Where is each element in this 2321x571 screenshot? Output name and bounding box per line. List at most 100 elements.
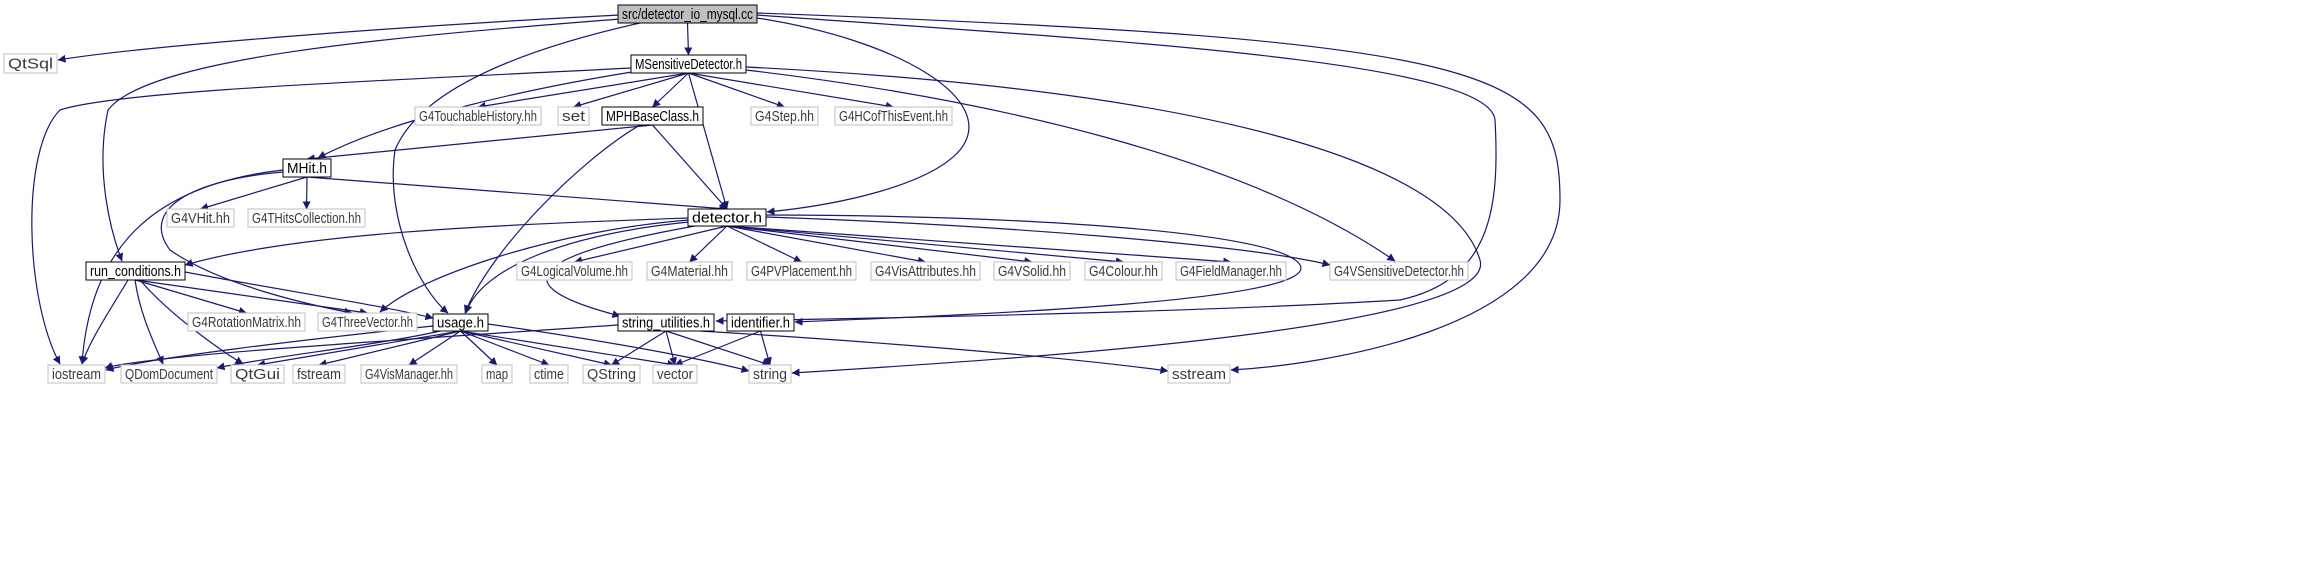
node-box bbox=[230, 364, 285, 384]
node-box bbox=[529, 364, 569, 384]
node-usage[interactable]: usage.h bbox=[432, 313, 489, 332]
node-box bbox=[726, 313, 795, 332]
edge-run_conditions-to-G4RotationMatrix bbox=[135, 279, 247, 315]
node-label: MPHBaseClass.h bbox=[606, 108, 699, 125]
edge-identifier-to-string bbox=[759, 330, 772, 366]
node-box bbox=[646, 261, 733, 281]
node-string: string bbox=[748, 364, 792, 384]
node-QtSql: QtSql bbox=[3, 53, 58, 74]
node-label: G4LogicalVolume.hh bbox=[521, 263, 628, 280]
edge-detector_io_mysql-to-QtSql bbox=[57, 14, 621, 63]
node-G4THitsCollection: G4THitsCollection.hh bbox=[247, 208, 366, 228]
edge-MSensitiveDetector-to-set bbox=[573, 72, 689, 109]
node-box bbox=[1329, 261, 1469, 281]
node-label: G4THitsCollection.hh bbox=[252, 210, 361, 227]
node-label: fstream bbox=[297, 366, 341, 383]
node-box bbox=[993, 261, 1071, 281]
edge-usage-to-fstream bbox=[318, 330, 461, 368]
node-identifier[interactable]: identifier.h bbox=[726, 313, 795, 332]
node-box bbox=[617, 313, 715, 332]
edge-MSensitiveDetector-to-detector bbox=[687, 72, 729, 210]
edge-detector_io_mysql-to-usage bbox=[392, 22, 641, 314]
node-box bbox=[432, 313, 489, 332]
node-label: G4TouchableHistory.hh bbox=[419, 108, 537, 125]
edge-MPHBaseClass-to-MHit bbox=[306, 124, 653, 163]
edge-run_conditions-to-usage bbox=[184, 271, 434, 321]
edge-detector-to-G4VSensitiveDetector bbox=[765, 216, 1331, 268]
node-box bbox=[47, 364, 106, 384]
edge-detector-to-G4VSolid bbox=[726, 225, 1033, 266]
node-label: identifier.h bbox=[731, 315, 790, 332]
node-box bbox=[617, 4, 758, 24]
node-label: QtSql bbox=[8, 56, 53, 73]
node-MHit[interactable]: MHit.h bbox=[282, 158, 332, 178]
node-string_utilities[interactable]: string_utilities.h bbox=[617, 313, 715, 332]
node-MPHBaseClass[interactable]: MPHBaseClass.h bbox=[601, 106, 704, 126]
edge-detector_io_mysql-to-sstream bbox=[756, 12, 1561, 374]
edge-usage-to-ctime bbox=[460, 330, 550, 367]
node-label: QDomDocument bbox=[125, 366, 214, 383]
edge-MHit-to-iostream bbox=[78, 169, 284, 365]
node-label: G4HCofThisEvent.hh bbox=[839, 108, 948, 125]
edge-detector-to-usage bbox=[464, 221, 690, 314]
edge-detector_io_mysql-to-string_utilities bbox=[715, 14, 1497, 325]
edge-MSensitiveDetector-to-G4HCofThisEvent bbox=[688, 72, 894, 110]
node-G4ThreeVector: G4ThreeVector.hh bbox=[317, 312, 418, 332]
edge-detector_io_mysql-to-MSensitiveDetector bbox=[684, 22, 693, 56]
edge-detector-to-run_conditions bbox=[184, 217, 689, 267]
node-run_conditions[interactable]: run_conditions.h bbox=[85, 261, 186, 281]
node-label: set bbox=[562, 108, 586, 125]
node-box bbox=[85, 261, 186, 281]
node-label: G4VHit.hh bbox=[171, 210, 230, 227]
node-G4Colour: G4Colour.hh bbox=[1084, 261, 1163, 281]
edge-identifier-to-vector bbox=[674, 330, 761, 366]
edge-MSensitiveDetector-to-G4Step bbox=[688, 72, 785, 109]
edge-MSensitiveDetector-to-iostream bbox=[31, 67, 632, 365]
node-box bbox=[748, 364, 792, 384]
node-G4Material: G4Material.hh bbox=[646, 261, 733, 281]
node-MSensitiveDetector[interactable]: MSensitiveDetector.h bbox=[630, 54, 747, 74]
node-sstream: sstream bbox=[1167, 364, 1231, 384]
node-set: set bbox=[557, 106, 590, 126]
node-label: string bbox=[753, 366, 787, 383]
node-box bbox=[582, 364, 641, 384]
node-G4VHit: G4VHit.hh bbox=[166, 208, 235, 228]
node-map: map bbox=[481, 364, 513, 384]
node-label: run_conditions.h bbox=[90, 263, 181, 280]
node-G4Step: G4Step.hh bbox=[750, 106, 819, 126]
node-detector_io_mysql[interactable]: src/detector_io_mysql.cc bbox=[617, 4, 758, 24]
edge-detector-to-G4LogicalVolume bbox=[574, 225, 728, 265]
edge-detector-to-G4FieldManager bbox=[726, 225, 1232, 266]
node-box bbox=[630, 54, 747, 74]
node-label: string_utilities.h bbox=[622, 315, 710, 332]
edge-usage-to-QDomDocument bbox=[216, 330, 441, 371]
edge-usage-to-QString bbox=[460, 330, 612, 368]
node-box bbox=[834, 106, 953, 126]
edge-usage-to-QtGui bbox=[257, 330, 461, 368]
edge-detector-to-G4Colour bbox=[726, 225, 1124, 266]
node-label: G4Colour.hh bbox=[1089, 263, 1158, 280]
node-label: usage.h bbox=[437, 315, 484, 332]
edge-string_utilities-to-vector bbox=[665, 330, 677, 366]
node-box bbox=[187, 312, 306, 332]
edge-detector-to-G4Material bbox=[689, 225, 728, 263]
node-G4VSolid: G4VSolid.hh bbox=[993, 261, 1071, 281]
node-label: G4Step.hh bbox=[755, 108, 814, 125]
node-label: G4VSensitiveDetector.hh bbox=[1334, 263, 1464, 280]
node-label: MSensitiveDetector.h bbox=[635, 56, 742, 73]
node-label: MHit.h bbox=[287, 160, 327, 177]
node-box bbox=[652, 364, 698, 384]
node-label: vector bbox=[657, 366, 693, 383]
node-G4LogicalVolume: G4LogicalVolume.hh bbox=[516, 261, 633, 281]
edge-detector-to-G4VisAttributes bbox=[726, 225, 926, 265]
node-detector[interactable]: detector.h bbox=[687, 208, 767, 227]
node-box bbox=[750, 106, 819, 126]
node-iostream: iostream bbox=[47, 364, 106, 384]
node-box bbox=[247, 208, 366, 228]
edge-MHit-to-G4THitsCollection bbox=[302, 176, 311, 210]
node-fstream: fstream bbox=[292, 364, 346, 384]
edge-detector-to-G4ThreeVector bbox=[379, 219, 690, 313]
node-box bbox=[481, 364, 513, 384]
edge-detector_io_mysql-to-run_conditions bbox=[102, 18, 621, 262]
